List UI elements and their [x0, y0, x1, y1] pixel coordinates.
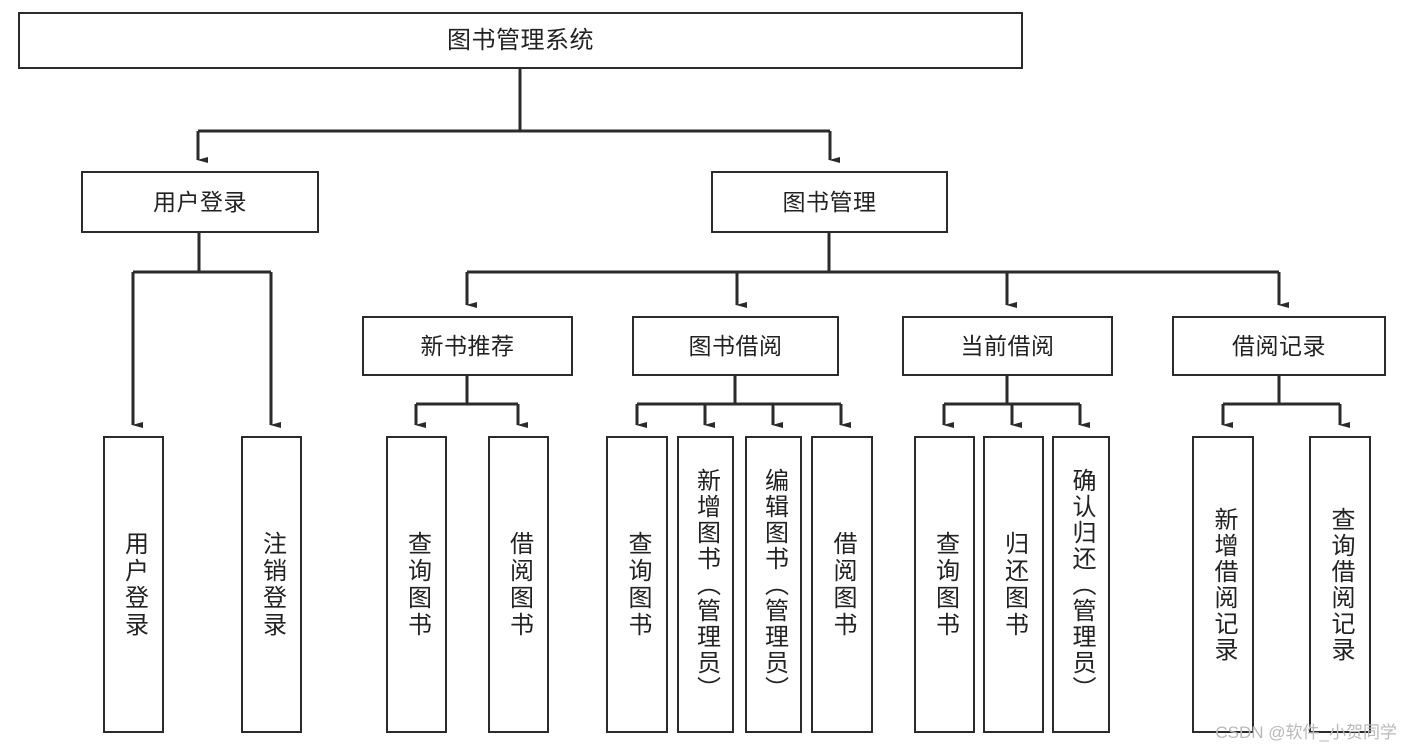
node-leaf-query-book-3-label: 查询图书 [931, 530, 959, 639]
node-root[interactable]: 图书管理系统 [18, 12, 1023, 69]
node-leaf-return-book-label: 归还图书 [1000, 530, 1028, 639]
node-leaf-query-record[interactable]: 查询借阅记录 [1309, 436, 1371, 733]
node-leaf-return-book[interactable]: 归还图书 [983, 436, 1044, 733]
node-book-borrow[interactable]: 图书借阅 [632, 316, 839, 376]
node-leaf-borrow-book-1-label: 借阅图书 [505, 530, 533, 639]
node-book-borrow-label: 图书借阅 [688, 332, 783, 359]
node-leaf-user-login-label: 用户登录 [120, 530, 148, 639]
node-leaf-confirm-return[interactable]: 确认归还（管理员） [1052, 436, 1110, 733]
node-root-label: 图书管理系统 [447, 26, 594, 54]
node-borrow-record-label: 借阅记录 [1232, 332, 1326, 359]
node-book-manage[interactable]: 图书管理 [711, 171, 948, 233]
node-borrow-record[interactable]: 借阅记录 [1172, 316, 1386, 376]
node-leaf-borrow-book-1[interactable]: 借阅图书 [488, 436, 549, 733]
node-leaf-query-book-2-label: 查询图书 [624, 530, 651, 639]
node-leaf-query-book-1-label: 查询图书 [403, 530, 431, 639]
node-leaf-query-book-2[interactable]: 查询图书 [606, 436, 668, 733]
node-current-borrow[interactable]: 当前借阅 [902, 316, 1113, 376]
node-leaf-edit-book[interactable]: 编辑图书（管理员） [745, 436, 802, 733]
node-leaf-borrow-book-2-label: 借阅图书 [829, 530, 856, 639]
node-leaf-query-record-label: 查询借阅记录 [1327, 506, 1354, 663]
node-leaf-query-book-3[interactable]: 查询图书 [914, 436, 975, 733]
node-leaf-add-record[interactable]: 新增借阅记录 [1192, 436, 1254, 733]
node-leaf-query-book-1[interactable]: 查询图书 [386, 436, 447, 733]
node-current-borrow-label: 当前借阅 [960, 332, 1055, 359]
node-leaf-logout-login-label: 注销登录 [258, 530, 286, 639]
node-user-login-label: 用户登录 [153, 188, 247, 215]
node-user-login[interactable]: 用户登录 [81, 171, 319, 233]
node-leaf-borrow-book-2[interactable]: 借阅图书 [811, 436, 873, 733]
node-new-book-recommend-label: 新书推荐 [420, 332, 515, 359]
node-leaf-logout-login[interactable]: 注销登录 [241, 436, 302, 733]
node-book-manage-label: 图书管理 [782, 188, 877, 215]
node-leaf-add-record-label: 新增借阅记录 [1210, 506, 1237, 663]
node-leaf-confirm-return-label: 确认归还（管理员） [1068, 467, 1095, 702]
csdn-watermark: CSDN @软件_小贺同学 [1215, 723, 1397, 742]
node-leaf-add-book-label: 新增图书（管理员） [692, 467, 720, 702]
node-new-book-recommend[interactable]: 新书推荐 [362, 316, 573, 376]
node-leaf-edit-book-label: 编辑图书（管理员） [760, 467, 788, 702]
node-leaf-user-login[interactable]: 用户登录 [103, 436, 164, 733]
node-leaf-add-book[interactable]: 新增图书（管理员） [677, 436, 734, 733]
